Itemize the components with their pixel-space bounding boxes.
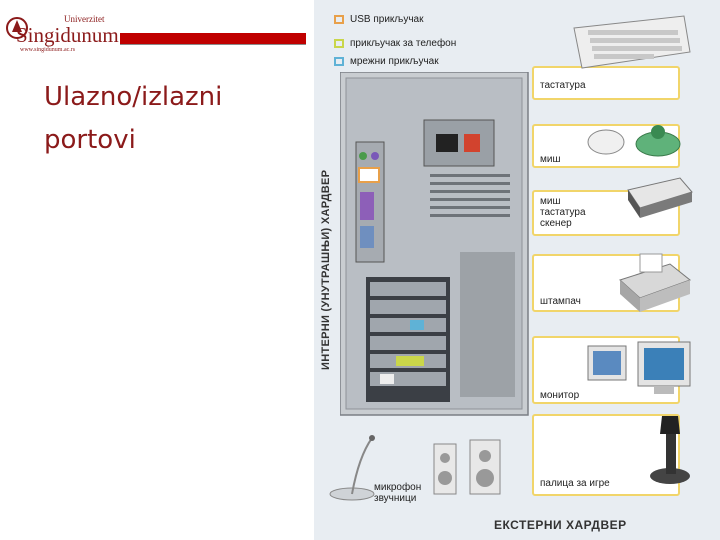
- joystick-label: палица за игре: [540, 478, 610, 489]
- monitor-icon: [587, 341, 691, 394]
- legend-label: USB прикључак: [350, 14, 424, 25]
- ps2-label: миш тастатура скенер: [540, 196, 586, 229]
- keyboard-icon: [573, 15, 691, 69]
- header-divider: [120, 44, 306, 45]
- legend-swatch: [334, 39, 344, 48]
- hardware-ports-diagram: USB прикључак прикључак за телефон мрежн…: [314, 0, 720, 540]
- microphone-icon: [329, 435, 375, 501]
- logo-url-text: www.singidunum.ac.rs: [20, 47, 76, 53]
- box-keyboard: тастатура: [532, 66, 680, 100]
- mouse-label: миш: [540, 154, 561, 165]
- slide-title: Ulazno/izlazni portovi: [44, 82, 223, 155]
- university-logo: Univerzitet Singidunum www.singidunum.ac…: [6, 14, 119, 54]
- legend-swatch: [334, 15, 344, 24]
- legend-label: мрежни прикључак: [350, 56, 439, 67]
- joystick-icon: [650, 416, 690, 484]
- emblem-icon: [6, 17, 28, 39]
- computer-case-back: [340, 72, 529, 416]
- legend-label: прикључак за телефон: [350, 38, 457, 49]
- box-joystick: палица за игре: [532, 414, 680, 496]
- monitor-label: монитор: [540, 390, 580, 401]
- logo-univ-text: Univerzitet: [64, 14, 105, 24]
- scanner-icon: [627, 177, 693, 218]
- speakers-icon: [433, 439, 501, 495]
- external-hardware-label: ЕКСТЕРНИ ХАРДВЕР: [494, 518, 627, 532]
- printer-label: штампач: [540, 296, 581, 307]
- internal-hardware-label: ИНТЕРНИ (УНУТРАШЊИ) ХАРДВЕР: [320, 169, 332, 370]
- legend-swatch: [334, 57, 344, 66]
- logo-name-text: Singidunum: [16, 23, 119, 47]
- keyboard-label: тастатура: [540, 80, 586, 91]
- mouse-icon: [587, 125, 681, 157]
- audio-label: микрофон звучници: [374, 482, 422, 504]
- printer-icon: [619, 253, 692, 312]
- header-red-bar: [120, 33, 306, 44]
